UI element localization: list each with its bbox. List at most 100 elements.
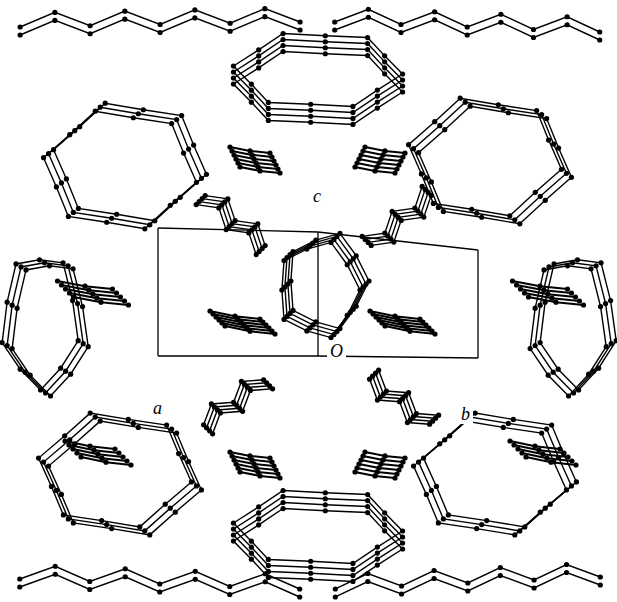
atom-dot <box>76 338 81 343</box>
bond-line <box>233 497 402 570</box>
atom-dot <box>551 370 556 375</box>
atom-dot <box>46 151 51 156</box>
atom-dot <box>382 59 387 64</box>
atom-dot <box>382 231 387 236</box>
atom-dot <box>88 411 93 416</box>
atom-dot <box>565 22 570 27</box>
bond-line <box>424 413 577 527</box>
atom-dot <box>498 20 503 25</box>
bond-line <box>414 102 567 220</box>
atom-dot <box>237 164 242 169</box>
atom-dot <box>400 534 405 539</box>
atom-dot <box>70 266 75 271</box>
bond-line <box>210 386 270 431</box>
atom-dot <box>277 475 282 480</box>
atom-dot <box>365 53 370 58</box>
atom-dot <box>424 175 429 180</box>
atom-dot <box>192 7 197 12</box>
atom-dot <box>66 214 71 219</box>
bond-line <box>233 491 402 564</box>
atom-dot <box>247 329 252 334</box>
atom-dot <box>350 561 355 566</box>
atom-dot <box>15 306 20 311</box>
axis-label: c <box>310 186 324 206</box>
bond-line <box>233 46 402 119</box>
atom-dot <box>62 433 67 438</box>
atom-dot <box>71 210 76 215</box>
atom-dot <box>204 172 209 177</box>
atom-dot <box>541 267 546 272</box>
atom-dot <box>248 388 253 393</box>
atom-dot <box>233 218 238 223</box>
atom-dot <box>498 12 503 17</box>
atom-dot <box>308 114 313 119</box>
atom-dot <box>256 516 261 521</box>
atom-dot <box>429 488 434 493</box>
atom-dot <box>186 459 191 464</box>
atom-dot <box>59 492 64 497</box>
atom-dot <box>548 460 553 465</box>
atom-dot <box>227 584 232 589</box>
atom-dot <box>538 194 543 199</box>
atom-dot <box>142 528 147 533</box>
cell-edge <box>157 228 158 356</box>
atom-dot <box>398 22 403 27</box>
atom-dot <box>382 53 387 58</box>
atom-dot <box>262 6 267 11</box>
atom-dot <box>531 585 536 590</box>
atom-dot <box>365 571 370 576</box>
atom-dot <box>59 180 64 185</box>
atom-dot <box>256 47 261 52</box>
atom-dot <box>372 473 377 478</box>
atom-dot <box>352 469 357 474</box>
atom-dot <box>564 570 569 575</box>
atom-dot <box>544 426 549 431</box>
atom-dot <box>122 9 127 14</box>
atom-dot <box>249 100 254 105</box>
atom-dot <box>323 496 328 501</box>
atom-dot <box>407 329 412 334</box>
atom-dot <box>465 580 470 585</box>
atom-dot <box>375 99 380 104</box>
atom-dot <box>432 119 437 124</box>
bond-line <box>233 34 402 107</box>
atom-dot <box>354 304 359 309</box>
atom-dot <box>280 494 285 499</box>
atom-dot <box>66 442 71 447</box>
atom-dot <box>308 120 313 125</box>
atom-dot <box>603 301 608 306</box>
atom-dot <box>365 579 370 584</box>
atom-dot <box>365 41 370 46</box>
atom-dot <box>375 105 380 110</box>
atom-dot <box>441 516 446 521</box>
bond-line <box>44 111 197 229</box>
atom-dot <box>465 24 470 29</box>
atom-dot <box>17 576 22 581</box>
atom-dot <box>437 123 442 128</box>
atom-dot <box>94 296 99 301</box>
atom-dot <box>173 510 178 515</box>
atom-dot <box>249 94 254 99</box>
atom-dot <box>104 522 109 527</box>
atom-dot <box>67 290 72 295</box>
framework <box>0 6 617 600</box>
atom-dot <box>468 104 473 109</box>
atom-dot <box>266 118 271 123</box>
atom-dot <box>522 290 527 295</box>
atom-dot <box>593 263 598 268</box>
atom-dot <box>350 567 355 572</box>
atom-dot <box>88 23 93 28</box>
atom-dot <box>131 115 136 120</box>
atom-dot <box>231 532 236 537</box>
atom-dot <box>399 583 404 588</box>
atom-dot <box>298 19 303 24</box>
atom-dot <box>74 450 79 455</box>
atom-dot <box>496 102 501 107</box>
atom-dot <box>181 150 186 155</box>
atom-dot <box>266 563 271 568</box>
atom-dot <box>442 127 447 132</box>
atom-dot <box>569 458 574 463</box>
atom-dot <box>240 409 245 414</box>
atom-dot <box>392 170 397 175</box>
